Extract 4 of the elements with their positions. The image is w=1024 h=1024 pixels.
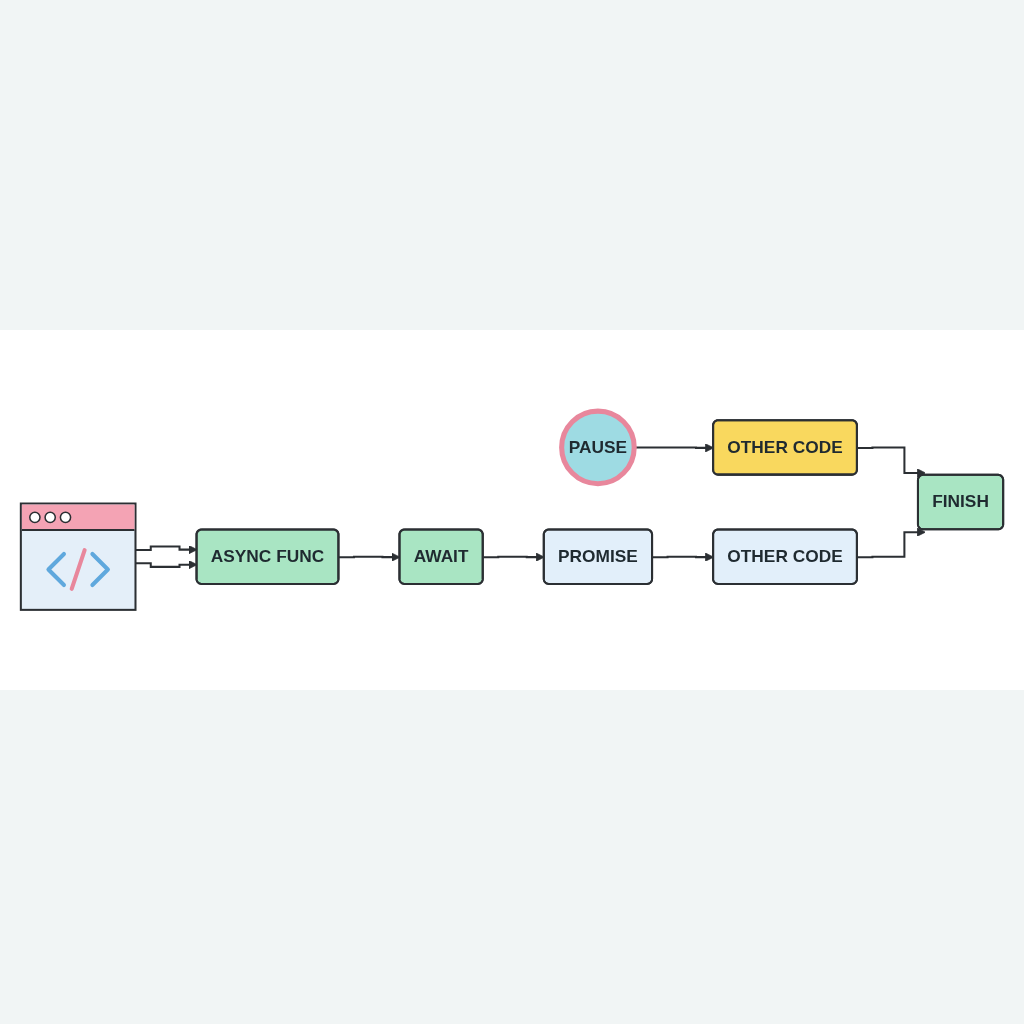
arrow (652, 552, 714, 562)
node-circle: PAUSE (559, 408, 637, 486)
arrow (857, 445, 926, 477)
arrow (857, 527, 926, 558)
